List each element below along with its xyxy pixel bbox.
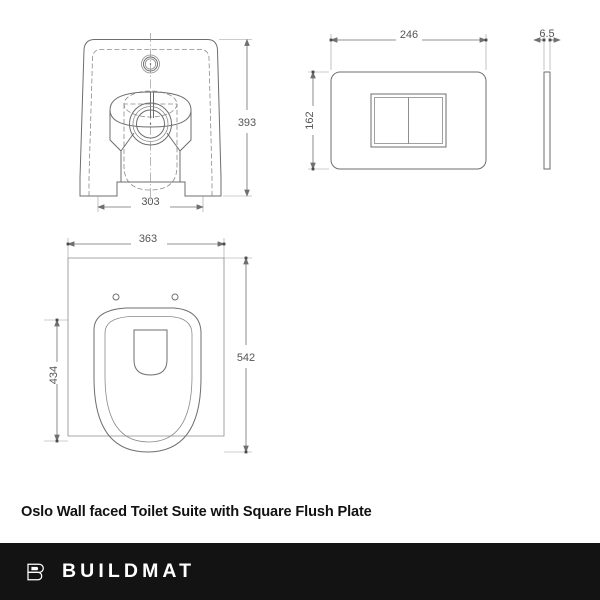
dim-plan-seat-depth: 434 <box>48 366 60 384</box>
buildmat-b-logo-icon <box>27 563 44 580</box>
dim-plate-thickness: 6.5 <box>539 28 554 40</box>
footer-brand-bar: BUILDMAT <box>0 543 600 600</box>
dim-plate-width: 246 <box>400 29 418 41</box>
dim-front-width: 303 <box>141 196 159 208</box>
dim-front-height: 393 <box>238 117 256 129</box>
product-title: Oslo Wall faced Toilet Suite with Square… <box>21 503 372 520</box>
dim-plan-width: 363 <box>139 233 157 245</box>
brand-name: BUILDMAT <box>62 559 196 582</box>
brand-logo: BUILDMAT <box>0 560 195 584</box>
product-caption-bar: Oslo Wall faced Toilet Suite with Square… <box>0 480 600 543</box>
front-elevation-view: 393 303 <box>79 33 256 212</box>
flush-plate-side-view: 6.5 <box>533 28 561 170</box>
technical-drawing-canvas: .ln { fill:none; stroke:#6e6e6e; stroke-… <box>44 28 561 454</box>
flush-plate-front-view: 246 162 <box>304 29 488 171</box>
dim-plan-depth: 542 <box>237 352 255 364</box>
dim-plate-height: 162 <box>304 111 316 129</box>
toilet-plan-view: 363 542 434 <box>44 233 255 454</box>
